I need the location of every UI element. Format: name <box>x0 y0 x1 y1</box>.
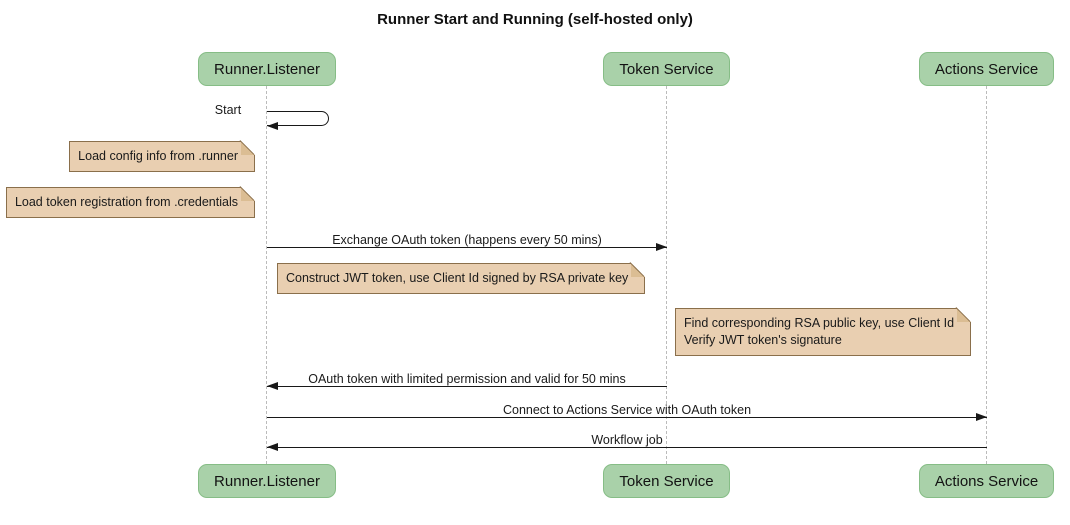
participant-actions-service-bottom: Actions Service <box>919 464 1054 498</box>
participant-token-service-top: Token Service <box>603 52 730 86</box>
message-connect-actions-arrow <box>267 413 987 421</box>
message-connect-actions-label: Connect to Actions Service with OAuth to… <box>502 403 752 417</box>
participant-runner-listener-top: Runner.Listener <box>198 52 336 86</box>
self-message-arrow <box>267 111 329 130</box>
participant-token-service-bottom: Token Service <box>603 464 730 498</box>
participant-runner-listener-bottom: Runner.Listener <box>198 464 336 498</box>
lifeline-actions-service <box>986 86 987 464</box>
diagram-title: Runner Start and Running (self-hosted on… <box>377 11 693 28</box>
message-oauth-token-label: OAuth token with limited permission and … <box>308 372 626 386</box>
note-load-config: Load config info from .runner <box>69 141 255 172</box>
note-construct-jwt: Construct JWT token, use Client Id signe… <box>277 263 646 294</box>
lifeline-runner-listener <box>266 86 267 464</box>
message-workflow-job-arrow <box>267 443 987 451</box>
participant-actions-service-top: Actions Service <box>919 52 1054 86</box>
lifeline-token-service <box>666 86 667 464</box>
note-verify-jwt: Find corresponding RSA public key, use C… <box>675 308 972 356</box>
message-oauth-token-arrow <box>267 382 667 390</box>
message-workflow-job-label: Workflow job <box>591 433 663 447</box>
note-load-token-registration: Load token registration from .credential… <box>5 187 256 218</box>
message-exchange-oauth-label: Exchange OAuth token (happens every 50 m… <box>332 233 602 247</box>
message-start-label: Start <box>214 103 242 117</box>
message-exchange-oauth-arrow <box>267 243 667 251</box>
